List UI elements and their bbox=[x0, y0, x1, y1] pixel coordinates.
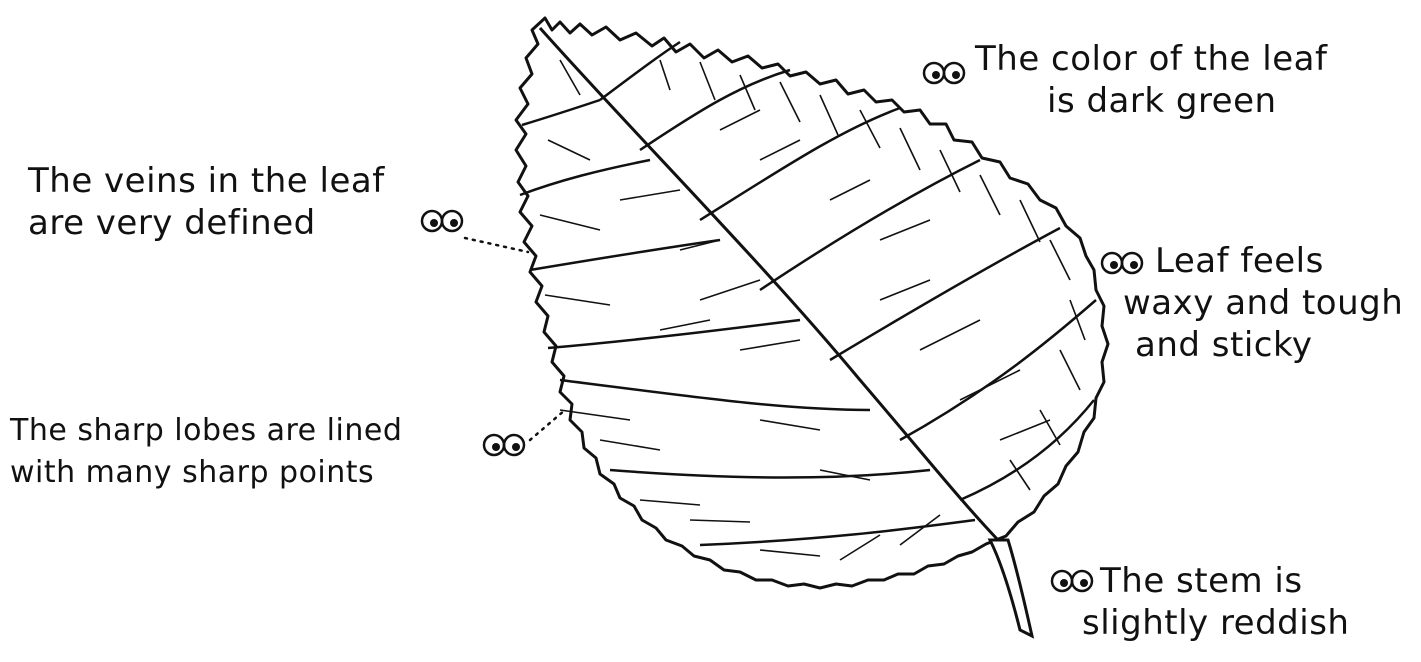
eyes-icon bbox=[482, 430, 526, 460]
annotation-leaf-color-line1: The color of the leaf bbox=[975, 38, 1327, 80]
annotation-leaf-texture-line1: Leaf feels bbox=[1155, 240, 1403, 282]
leaf-stem bbox=[990, 540, 1032, 636]
eyes-icon bbox=[1050, 566, 1094, 596]
annotation-leaf-veins-line1: The veins in the leaf bbox=[28, 160, 385, 202]
annotation-leaf-stem-line1: The stem is bbox=[1100, 560, 1349, 602]
eyes-icon bbox=[922, 58, 966, 88]
annotation-leaf-lobes-line2: with many sharp points bbox=[10, 452, 402, 494]
annotation-leaf-color-line2: is dark green bbox=[975, 80, 1327, 122]
annotation-leaf-veins: The veins in the leaf are very defined bbox=[28, 160, 385, 244]
annotation-leaf-texture-line3: and sticky bbox=[1135, 324, 1403, 366]
annotation-leaf-texture-line2: waxy and tough bbox=[1123, 282, 1403, 324]
annotation-leaf-lobes-line1: The sharp lobes are lined bbox=[10, 410, 402, 452]
eyes-icon bbox=[420, 206, 464, 236]
annotation-leaf-texture: Leaf feels waxy and tough and sticky bbox=[1155, 240, 1403, 366]
eyes-icon bbox=[1100, 248, 1144, 278]
annotation-leaf-lobes: The sharp lobes are lined with many shar… bbox=[10, 410, 402, 494]
annotation-leaf-color: The color of the leaf is dark green bbox=[975, 38, 1327, 122]
annotation-leaf-stem-line2: slightly reddish bbox=[1082, 602, 1349, 644]
annotation-leaf-stem: The stem is slightly reddish bbox=[1100, 560, 1349, 644]
annotation-leaf-veins-line2: are very defined bbox=[28, 202, 385, 244]
